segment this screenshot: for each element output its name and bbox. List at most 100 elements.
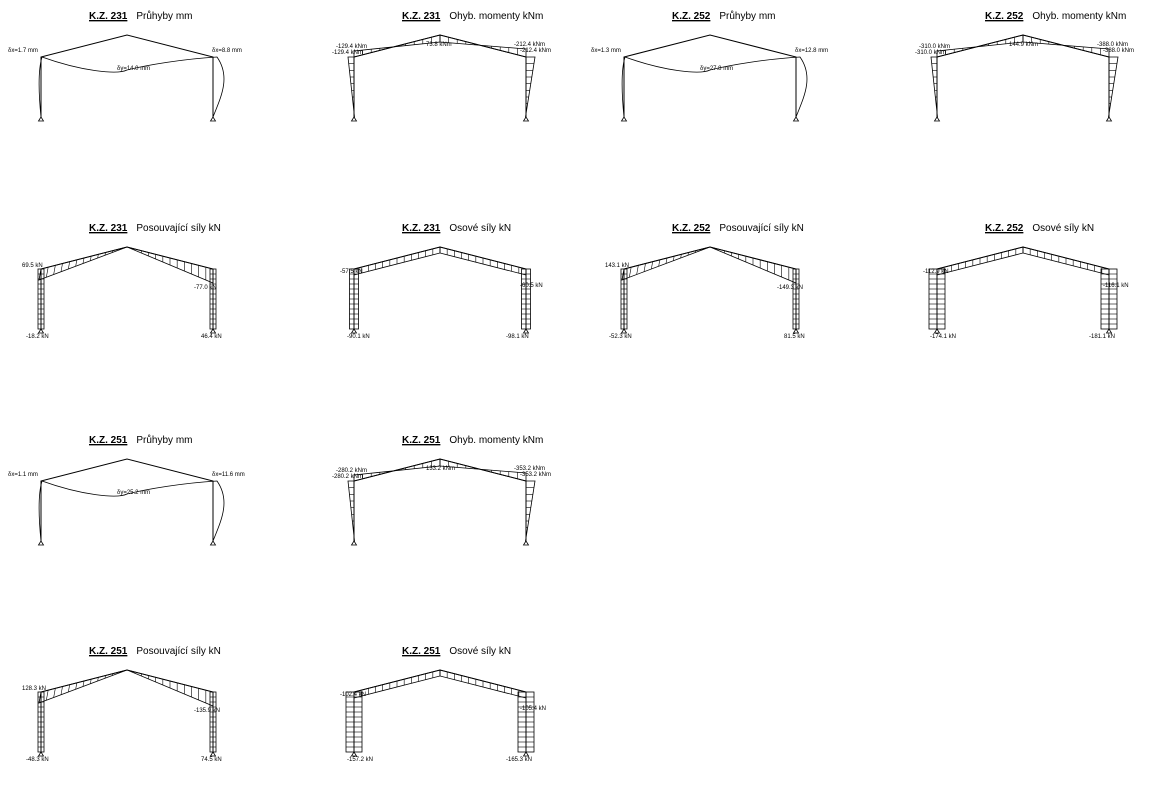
value-label: -280.2 kNm — [332, 474, 363, 480]
value-label: -18.2 kN — [26, 334, 49, 340]
value-label: -129.4 kNm — [336, 44, 367, 50]
left-support-icon — [350, 751, 358, 757]
shear-left-rafter-hatch — [46, 690, 49, 701]
diagram-type-label: Osové síly kN — [449, 223, 511, 234]
value-label: 74.5 kN — [201, 757, 222, 763]
right-support-icon — [1105, 116, 1113, 122]
shear-left-rafter-hatch — [75, 682, 78, 690]
left-support-icon — [37, 116, 45, 122]
value-label: -102.4 kN — [340, 692, 366, 698]
value-label: δx=12.8 mm — [795, 48, 828, 54]
load-case-label: K.Z. 231 — [402, 223, 441, 234]
load-case-label: K.Z. 251 — [402, 646, 441, 657]
diagram-panel-p3: K.Z. 252 Průhyby mm δx=1.3 mm δx=12.8 mm δy=… — [591, 10, 828, 122]
load-case-label: K.Z. 231 — [89, 223, 128, 234]
shear-left-rafter-hatch — [643, 263, 646, 272]
value-label: -310.0 kNm — [915, 50, 946, 56]
value-label: -212.4 kNm — [514, 42, 545, 48]
shear-left-rafter-hatch — [53, 265, 56, 275]
left-support-icon — [350, 540, 358, 546]
value-label: -157.2 kN — [347, 757, 373, 763]
panel-title: K.Z. 252 Průhyby mm — [672, 10, 775, 22]
left-support-icon — [37, 540, 45, 546]
value-label: -353.2 kNm — [514, 466, 545, 472]
value-label: 128.3 kN — [22, 686, 46, 692]
shear-left-rafter-hatch — [104, 675, 106, 679]
shear-left-rafter-hatch — [687, 252, 689, 256]
frame-outline — [40, 246, 214, 329]
diagram-panel-p2: K.Z. 231 Ohyb. momenty kNm -129.4 kNm-129.… — [332, 11, 551, 122]
load-case-label: K.Z. 252 — [672, 11, 711, 22]
right-support-icon — [1105, 328, 1113, 334]
value-label: -90.1 kN — [347, 334, 370, 340]
shear-left-rafter-hatch — [636, 265, 639, 275]
right-support-icon — [792, 116, 800, 122]
load-case-label: K.Z. 252 — [672, 223, 711, 234]
value-label: δy=27.8 mm — [700, 66, 733, 72]
moment-right-column — [525, 56, 536, 118]
frame-outline — [936, 246, 1110, 329]
value-label: -181.1 kN — [1089, 334, 1115, 340]
value-label: 143.1 kN — [605, 263, 629, 269]
moment-right-column — [525, 480, 536, 542]
diagram-type-label: Průhyby mm — [136, 10, 192, 22]
left-support-icon — [620, 116, 628, 122]
value-label: -48.3 kN — [26, 757, 49, 763]
right-support-icon — [522, 540, 530, 546]
value-label: -388.0 kNm — [1103, 48, 1134, 54]
value-label: -116.1 kN — [1103, 283, 1129, 289]
shear-left-rafter-hatch — [68, 261, 70, 270]
shear-left-rafter-hatch — [90, 679, 92, 684]
value-label: -129.4 kNm — [332, 50, 363, 56]
left-support-icon — [933, 116, 941, 122]
left-support-icon — [350, 116, 358, 122]
value-label: δx=8.8 mm — [212, 48, 242, 54]
value-label: δx=11.6 mm — [212, 472, 245, 478]
frame-outline — [353, 246, 527, 329]
shear-left-rafter-hatch — [75, 259, 78, 267]
shear-left-rafter-hatch — [46, 267, 49, 278]
diagram-type-label: Osové síly kN — [1032, 223, 1094, 234]
value-label: -57.5 kN — [340, 269, 363, 275]
value-label: -212.4 kNm — [520, 48, 551, 54]
shear-left-rafter-hatch — [82, 257, 85, 264]
frame-outline — [40, 458, 214, 541]
panel-title: K.Z. 231 Osové síly kN — [402, 223, 511, 234]
shear-left-rafter-hatch — [68, 684, 70, 693]
value-label: 81.5 kN — [784, 334, 805, 340]
diagram-type-label: Průhyby mm — [719, 10, 775, 22]
load-case-label: K.Z. 231 — [402, 11, 441, 22]
value-label: δx=1.3 mm — [591, 48, 621, 54]
value-label: -98.1 kN — [506, 334, 529, 340]
shear-left-rafter-hatch — [680, 254, 682, 259]
value-label: -149.3 kN — [777, 285, 803, 291]
diagram-type-label: Ohyb. momenty kNm — [449, 11, 543, 22]
moment-right-rafter — [1022, 34, 1110, 58]
left-support-icon — [933, 328, 941, 334]
shear-left-rafter-hatch — [651, 261, 653, 270]
frame-outline — [40, 34, 214, 117]
shear-left-rafter-hatch — [60, 686, 63, 695]
frame-outline — [40, 669, 214, 752]
frame-outline — [623, 34, 797, 117]
moment-right-column — [1108, 56, 1119, 118]
value-label: 144.9 kNm — [1009, 42, 1038, 48]
left-support-icon — [37, 328, 45, 334]
diagram-type-label: Ohyb. momenty kNm — [449, 435, 543, 446]
load-case-label: K.Z. 251 — [89, 646, 128, 657]
value-label: δx=1.7 mm — [8, 48, 38, 54]
value-label: -52.3 kN — [609, 334, 632, 340]
shear-left-rafter-hatch — [665, 257, 668, 264]
moment-right-rafter — [439, 458, 527, 482]
